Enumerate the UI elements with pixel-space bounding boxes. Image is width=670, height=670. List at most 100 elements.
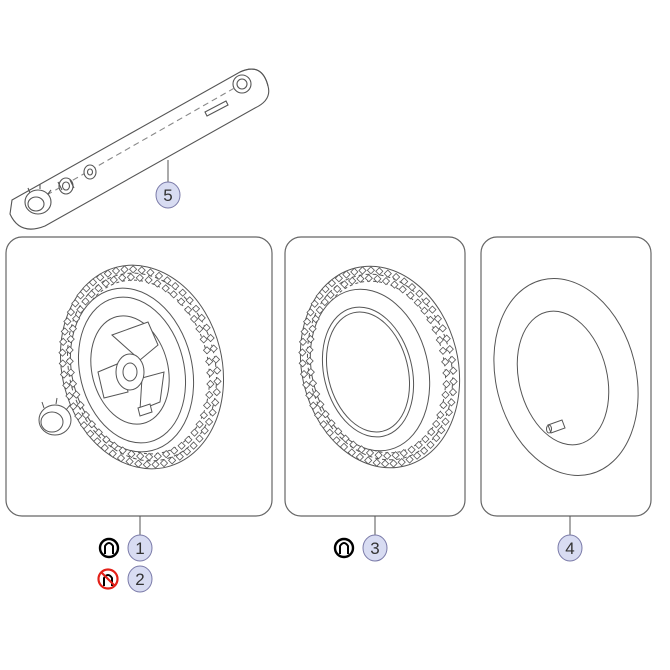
tread-block (178, 288, 187, 297)
tread-block (87, 420, 97, 429)
tread-block (334, 274, 344, 283)
tread-block (195, 420, 204, 429)
callout-2[interactable]: 2 (127, 565, 153, 593)
tread-block (305, 391, 314, 400)
tread-block (355, 452, 365, 462)
tread-block (213, 366, 222, 375)
tread-block (445, 344, 454, 354)
tread-block (79, 421, 89, 430)
tread-block (81, 410, 91, 420)
tread-block (390, 280, 399, 289)
tread-block (412, 451, 422, 460)
tread-block (309, 401, 318, 410)
tread-block (71, 299, 80, 308)
tread-block (312, 389, 321, 399)
tread-block (383, 269, 392, 278)
tread-block (195, 324, 204, 334)
tread-block (431, 325, 440, 334)
tread-block (298, 348, 307, 357)
tread-block (442, 368, 451, 378)
tread-block (306, 334, 315, 344)
tread-block (111, 266, 121, 276)
tread-block (66, 334, 75, 344)
tread-block (444, 408, 454, 417)
callout-4-label: 4 (565, 539, 574, 558)
tread-block (199, 335, 208, 344)
tread-block (204, 417, 214, 427)
tread-block (74, 411, 83, 421)
tread-block (153, 279, 162, 288)
tread-block (108, 449, 117, 458)
tread-block (308, 379, 318, 388)
tread-block (100, 443, 109, 453)
tread-block (400, 277, 409, 286)
tread-block (68, 379, 78, 388)
tread-block (372, 458, 381, 467)
tread-block (163, 276, 172, 285)
tread-block (212, 387, 221, 397)
tread-block (437, 426, 446, 435)
tread-block (366, 266, 376, 275)
tyre-drawing (299, 265, 461, 469)
tread-block (59, 370, 69, 379)
tread-block (348, 276, 357, 286)
tread-block (170, 446, 179, 455)
tread-block (151, 460, 160, 469)
tread-block (327, 279, 337, 288)
tread-block (109, 275, 118, 285)
callout-3-label: 3 (370, 539, 379, 558)
tread-block (321, 410, 330, 419)
tread-block (62, 381, 71, 390)
tread-block (364, 456, 373, 465)
callout-2-label: 2 (135, 570, 144, 589)
tread-block (364, 274, 373, 283)
tread-block (365, 448, 375, 458)
tread-block (357, 445, 366, 454)
tread-block (397, 457, 406, 467)
callout-1-label: 1 (135, 539, 144, 558)
lock-tyre-icon (98, 537, 120, 559)
tread-block (58, 359, 67, 368)
tread-block (298, 359, 307, 368)
tread-block (110, 441, 119, 450)
tread-block (120, 265, 129, 274)
tread-block (118, 273, 127, 282)
callout-3[interactable]: 3 (362, 534, 388, 562)
tread-block (137, 266, 146, 275)
tread-block (299, 369, 309, 379)
tread-block (415, 289, 424, 298)
tread-block (65, 345, 74, 355)
tread-block (205, 357, 214, 366)
tread-block (126, 272, 136, 282)
tread-block (185, 296, 194, 305)
tread-block (202, 346, 212, 355)
tread-block (399, 448, 408, 458)
tread-block (206, 333, 215, 343)
tread-block (103, 269, 113, 278)
tread-block (94, 284, 103, 293)
tread-block (321, 284, 330, 294)
tread-block (72, 390, 81, 399)
tread-block (177, 441, 186, 450)
tread-block (206, 379, 215, 389)
tread-block (448, 387, 458, 397)
lock-tyre-icon (333, 537, 355, 559)
tread-block (169, 290, 178, 299)
tread-block (428, 305, 437, 314)
tread-block (435, 335, 444, 345)
tread-block (209, 344, 218, 353)
tread-block (398, 285, 407, 294)
tread-block (184, 435, 193, 444)
tread-block (302, 380, 311, 390)
tyre-tread-inner (305, 274, 451, 460)
tread-block (358, 266, 367, 275)
callout-4[interactable]: 4 (557, 534, 583, 562)
tread-block (136, 451, 145, 461)
tread-block (373, 274, 382, 284)
complete-wheel-drawing (59, 264, 225, 470)
callout-1[interactable]: 1 (127, 534, 153, 562)
tread-block (76, 400, 85, 410)
tread-block (205, 390, 214, 400)
tread-block (391, 451, 400, 460)
callout-5[interactable]: 5 (155, 181, 181, 209)
